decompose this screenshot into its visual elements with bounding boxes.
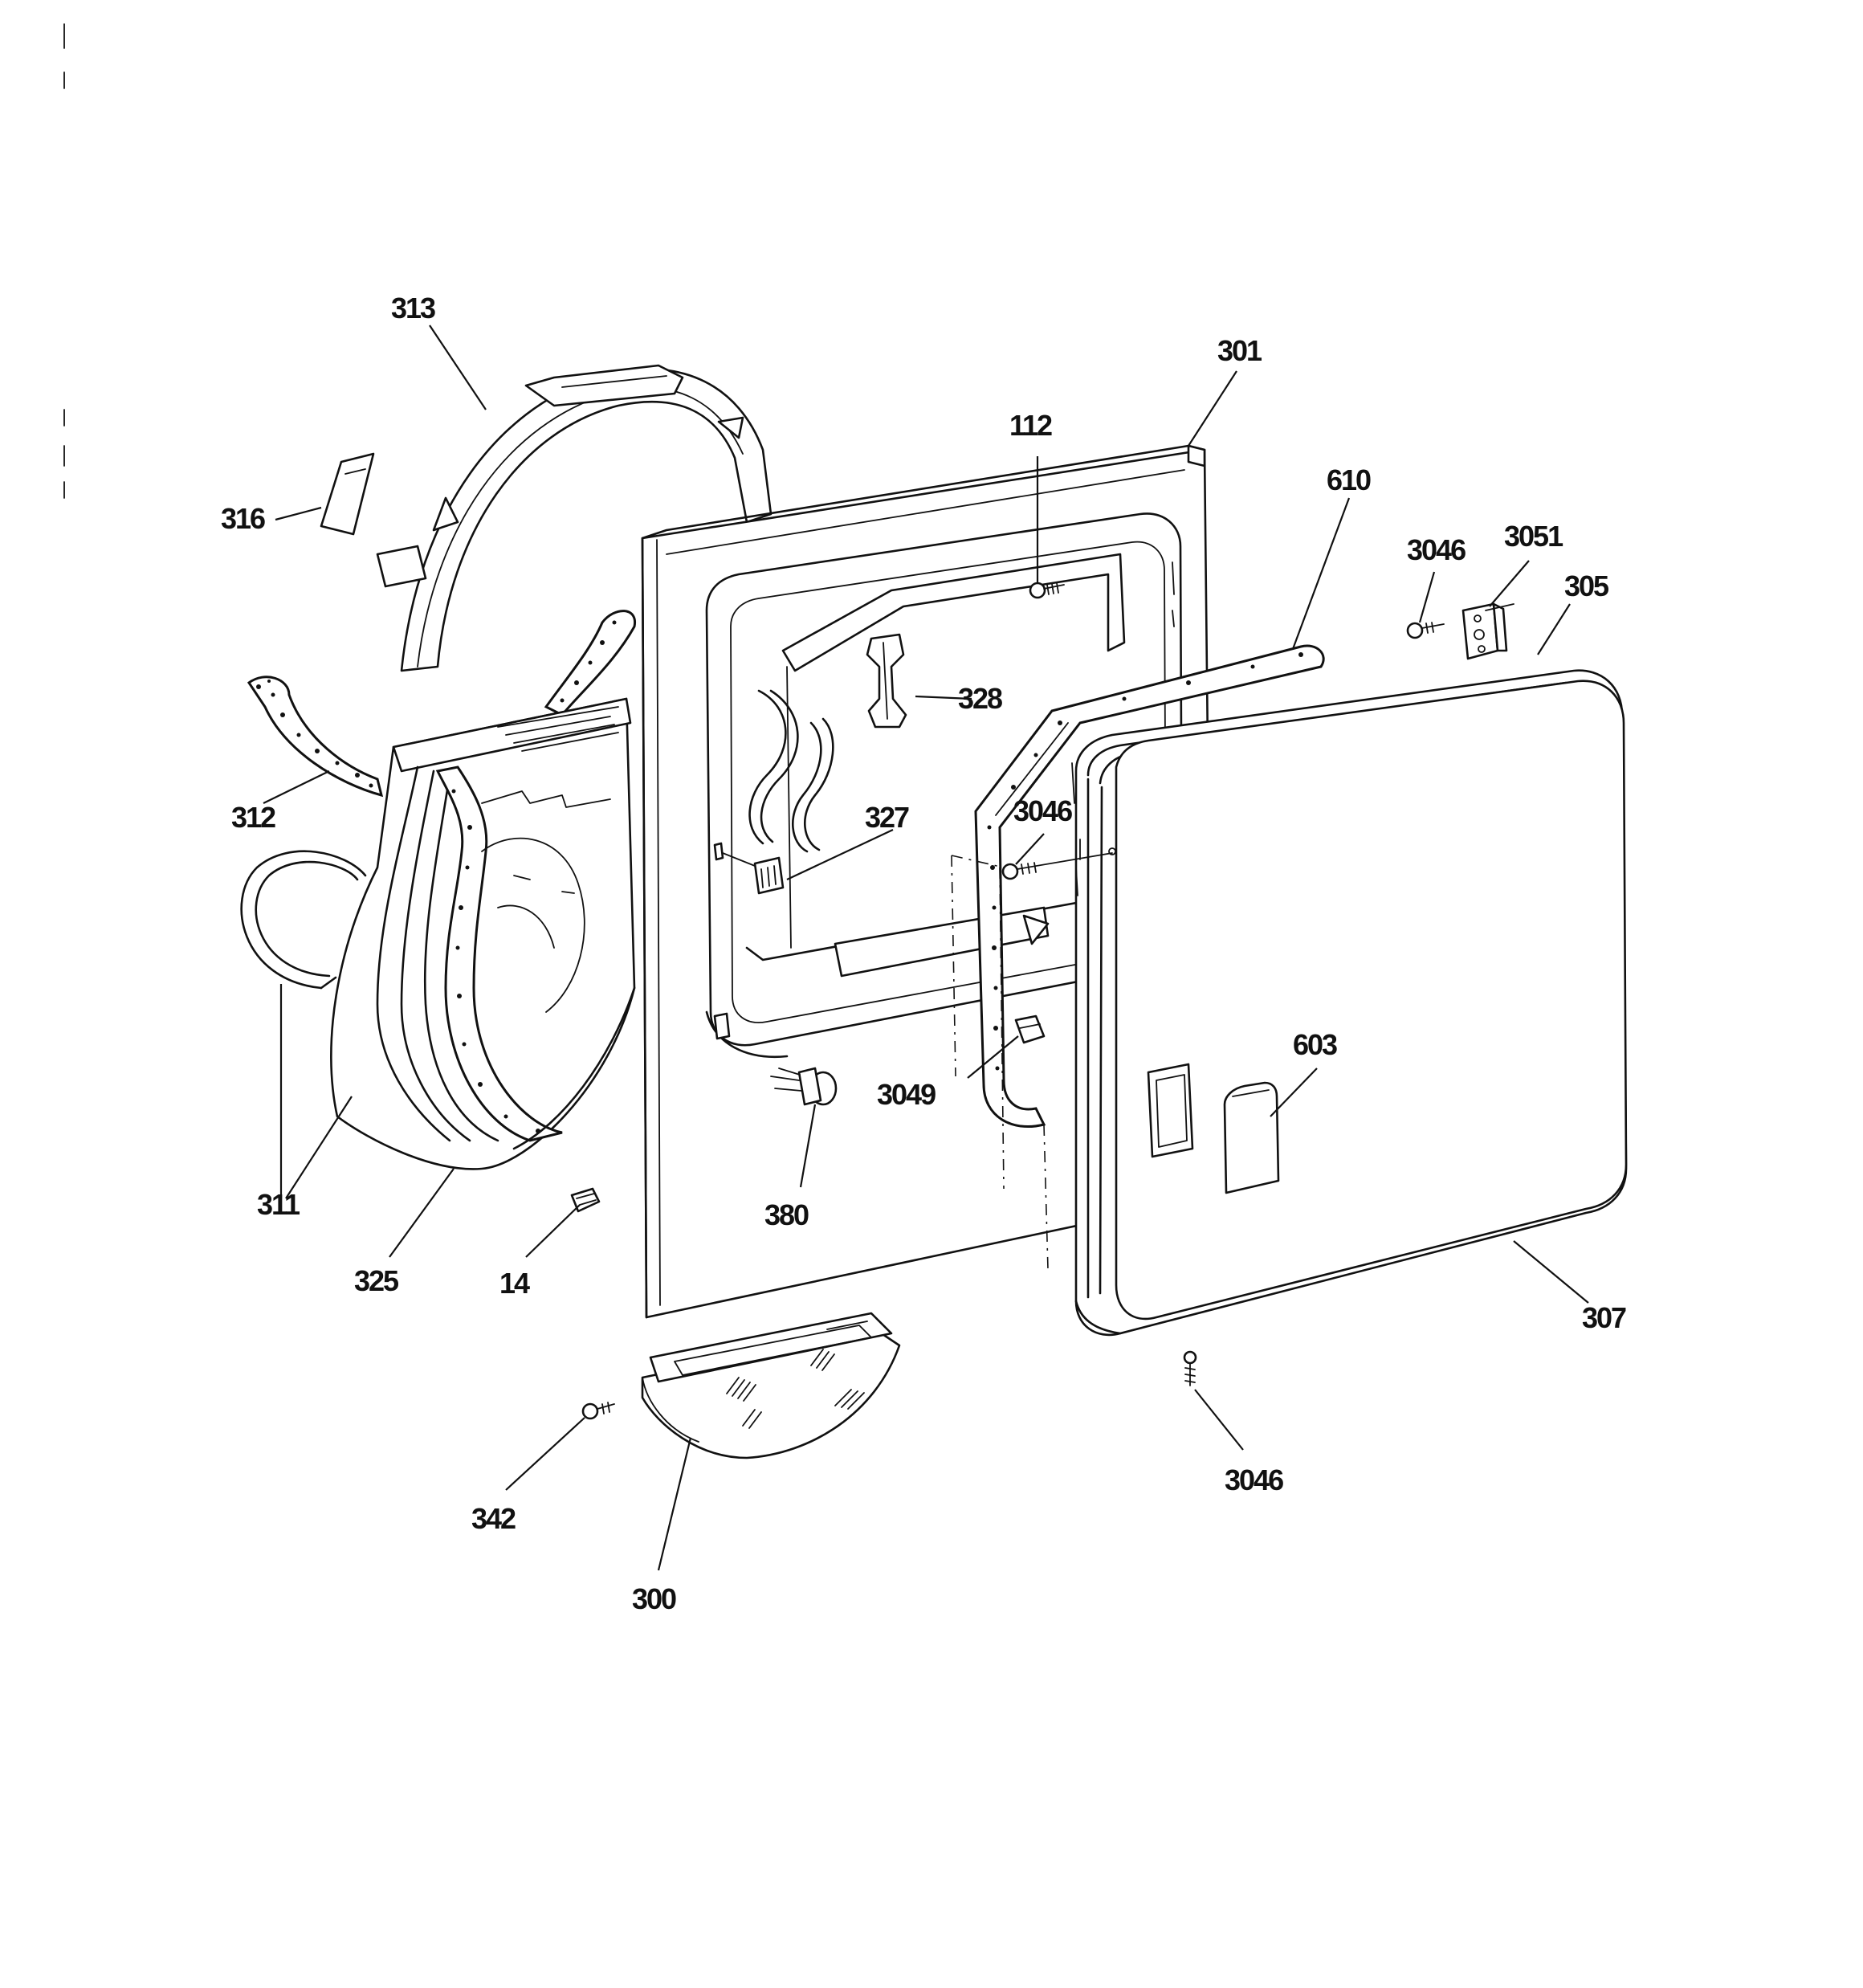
part-316-label-strip [320, 452, 375, 536]
part-3046-door-screw [1001, 839, 1116, 880]
part-327-door-switch [713, 689, 834, 895]
callout-380: 380 [764, 1198, 809, 1231]
part-610-door-gasket [974, 644, 1325, 1129]
callout-328: 328 [958, 682, 1002, 715]
callout-313: 313 [391, 292, 435, 325]
part-307-door [1071, 669, 1628, 1337]
part-325-front-duct [330, 697, 636, 1170]
callout-3051: 3051 [1504, 520, 1563, 553]
callout-3046-mid: 3046 [1013, 794, 1072, 827]
callout-3049: 3049 [877, 1078, 936, 1111]
part-313-bulkhead-ring [376, 364, 773, 672]
callout-316: 316 [221, 502, 265, 535]
callout-610: 610 [1327, 463, 1371, 496]
leader-lines [263, 325, 1589, 1571]
callout-312: 312 [231, 801, 275, 834]
alignment-lines [951, 855, 1049, 1270]
callout-325: 325 [354, 1264, 399, 1297]
panel-clip-lower [713, 1012, 731, 1040]
part-3046-bottom-screw [1183, 1350, 1197, 1386]
part-112-screw [1029, 582, 1065, 599]
callout-301: 301 [1217, 334, 1262, 367]
part-3051-hinge [1461, 602, 1514, 660]
callout-311: 311 [257, 1188, 300, 1221]
callout-3046-top: 3046 [1407, 533, 1466, 566]
part-300-grille [641, 1312, 901, 1459]
part-342-screw [581, 1402, 615, 1420]
part-301-front-panel [641, 444, 1214, 1319]
callout-342: 342 [471, 1502, 516, 1535]
part-380-lamp-socket [770, 1067, 838, 1106]
callout-labels: 313 301 112 610 316 3046 3051 305 328 31… [221, 292, 1628, 1615]
callout-14: 14 [499, 1267, 530, 1300]
part-312-felt-seal [247, 610, 636, 798]
part-3049-strike [1014, 914, 1050, 1044]
callout-3046-bottom: 3046 [1225, 1463, 1283, 1496]
part-311-glide-ring [240, 850, 367, 990]
callout-305: 305 [1564, 569, 1609, 602]
part-3046-hinge-screw [1406, 622, 1445, 639]
callout-327: 327 [865, 801, 909, 834]
callout-300: 300 [632, 1582, 676, 1615]
part-328-bracket [866, 633, 907, 729]
callout-112: 112 [1009, 409, 1052, 442]
callout-307: 307 [1582, 1301, 1626, 1334]
callout-603: 603 [1293, 1028, 1337, 1061]
